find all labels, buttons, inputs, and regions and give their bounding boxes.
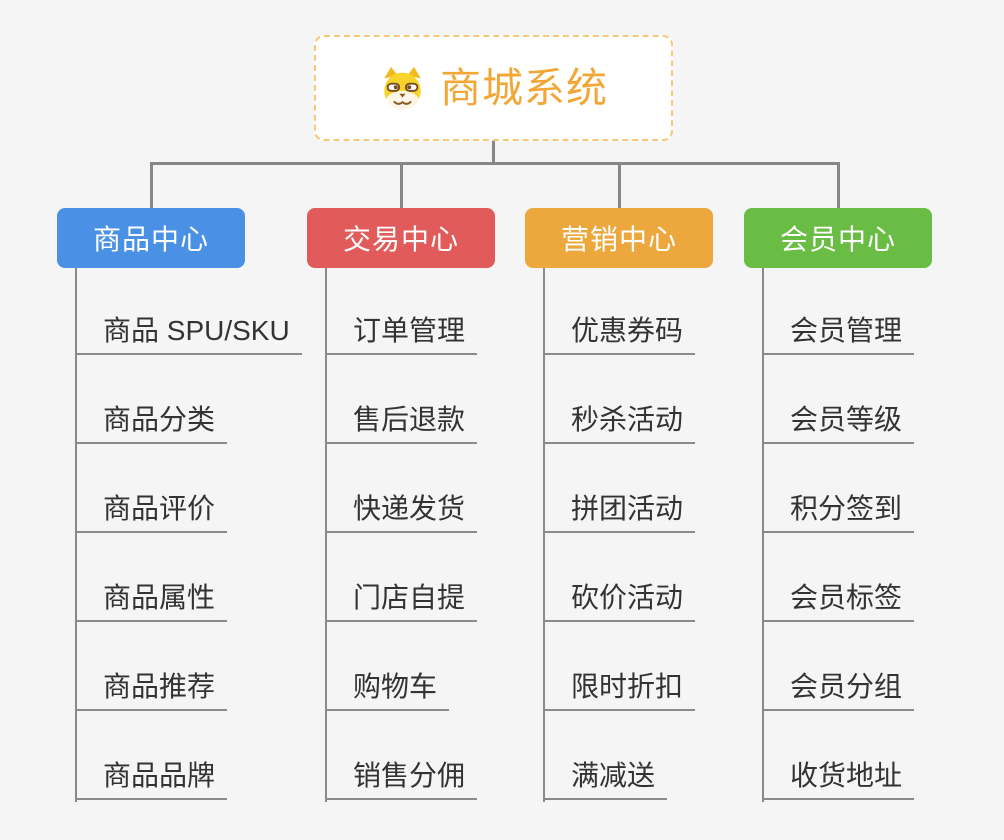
branch-node[interactable]: 商品中心 xyxy=(57,208,245,268)
branch-column-2: 交易中心订单管理售后退款快递发货门店自提购物车销售分佣 xyxy=(307,208,577,840)
leaf-node[interactable]: 购物车 xyxy=(325,671,450,711)
branch-column-4: 会员中心会员管理会员等级积分签到会员标签会员分组收货地址 xyxy=(744,208,1004,840)
connector-line xyxy=(149,162,840,165)
leaf-node[interactable]: 会员管理 xyxy=(762,315,915,355)
leaf-node[interactable]: 商品 SPU/SKU xyxy=(75,315,302,355)
leaf-node[interactable]: 秒杀活动 xyxy=(543,404,696,444)
branch-node[interactable]: 会员中心 xyxy=(744,208,932,268)
branch-spine-line xyxy=(325,268,327,802)
leaf-node[interactable]: 售后退款 xyxy=(325,404,478,444)
root-node[interactable]: 商城系统 xyxy=(314,35,673,141)
connector-line xyxy=(492,141,495,165)
branch-spine-line xyxy=(543,268,545,802)
branch-column-1: 商品中心商品 SPU/SKU 商品分类商品评价商品属性商品推荐商品品牌 xyxy=(57,208,327,840)
connector-line xyxy=(149,162,153,208)
branch-spine-line xyxy=(75,268,77,802)
branch-node[interactable]: 营销中心 xyxy=(525,208,713,268)
leaf-node[interactable]: 商品推荐 xyxy=(75,671,228,711)
leaf-node[interactable]: 会员等级 xyxy=(762,404,915,444)
leaf-node[interactable]: 销售分佣 xyxy=(325,760,478,800)
leaf-node[interactable]: 商品品牌 xyxy=(75,760,228,800)
leaf-node[interactable]: 优惠券码 xyxy=(543,315,696,355)
connector-line xyxy=(399,162,403,208)
leaf-node[interactable]: 限时折扣 xyxy=(543,671,696,711)
leaf-node[interactable]: 商品评价 xyxy=(75,493,228,533)
branch-spine-line xyxy=(762,268,764,802)
branch-node[interactable]: 交易中心 xyxy=(307,208,495,268)
branch-column-3: 营销中心优惠券码秒杀活动拼团活动砍价活动限时折扣满减送 xyxy=(525,208,795,840)
leaf-node[interactable]: 拼团活动 xyxy=(543,493,696,533)
leaf-node[interactable]: 门店自提 xyxy=(325,582,478,622)
leaf-node[interactable]: 满减送 xyxy=(543,760,668,800)
leaf-node[interactable]: 商品分类 xyxy=(75,404,228,444)
connector-line xyxy=(836,162,840,208)
doge-face-icon xyxy=(384,66,421,110)
leaf-node[interactable]: 快递发货 xyxy=(325,493,478,533)
leaf-node[interactable]: 商品属性 xyxy=(75,582,228,622)
leaf-node[interactable]: 会员标签 xyxy=(762,582,915,622)
connector-line xyxy=(617,162,621,208)
leaf-node[interactable]: 收货地址 xyxy=(762,760,915,800)
leaf-node[interactable]: 订单管理 xyxy=(325,315,478,355)
leaf-node[interactable]: 积分签到 xyxy=(762,493,915,533)
root-node-label: 商城系统 xyxy=(440,64,608,111)
leaf-node[interactable]: 砍价活动 xyxy=(543,582,696,622)
leaf-node[interactable]: 会员分组 xyxy=(762,671,915,711)
